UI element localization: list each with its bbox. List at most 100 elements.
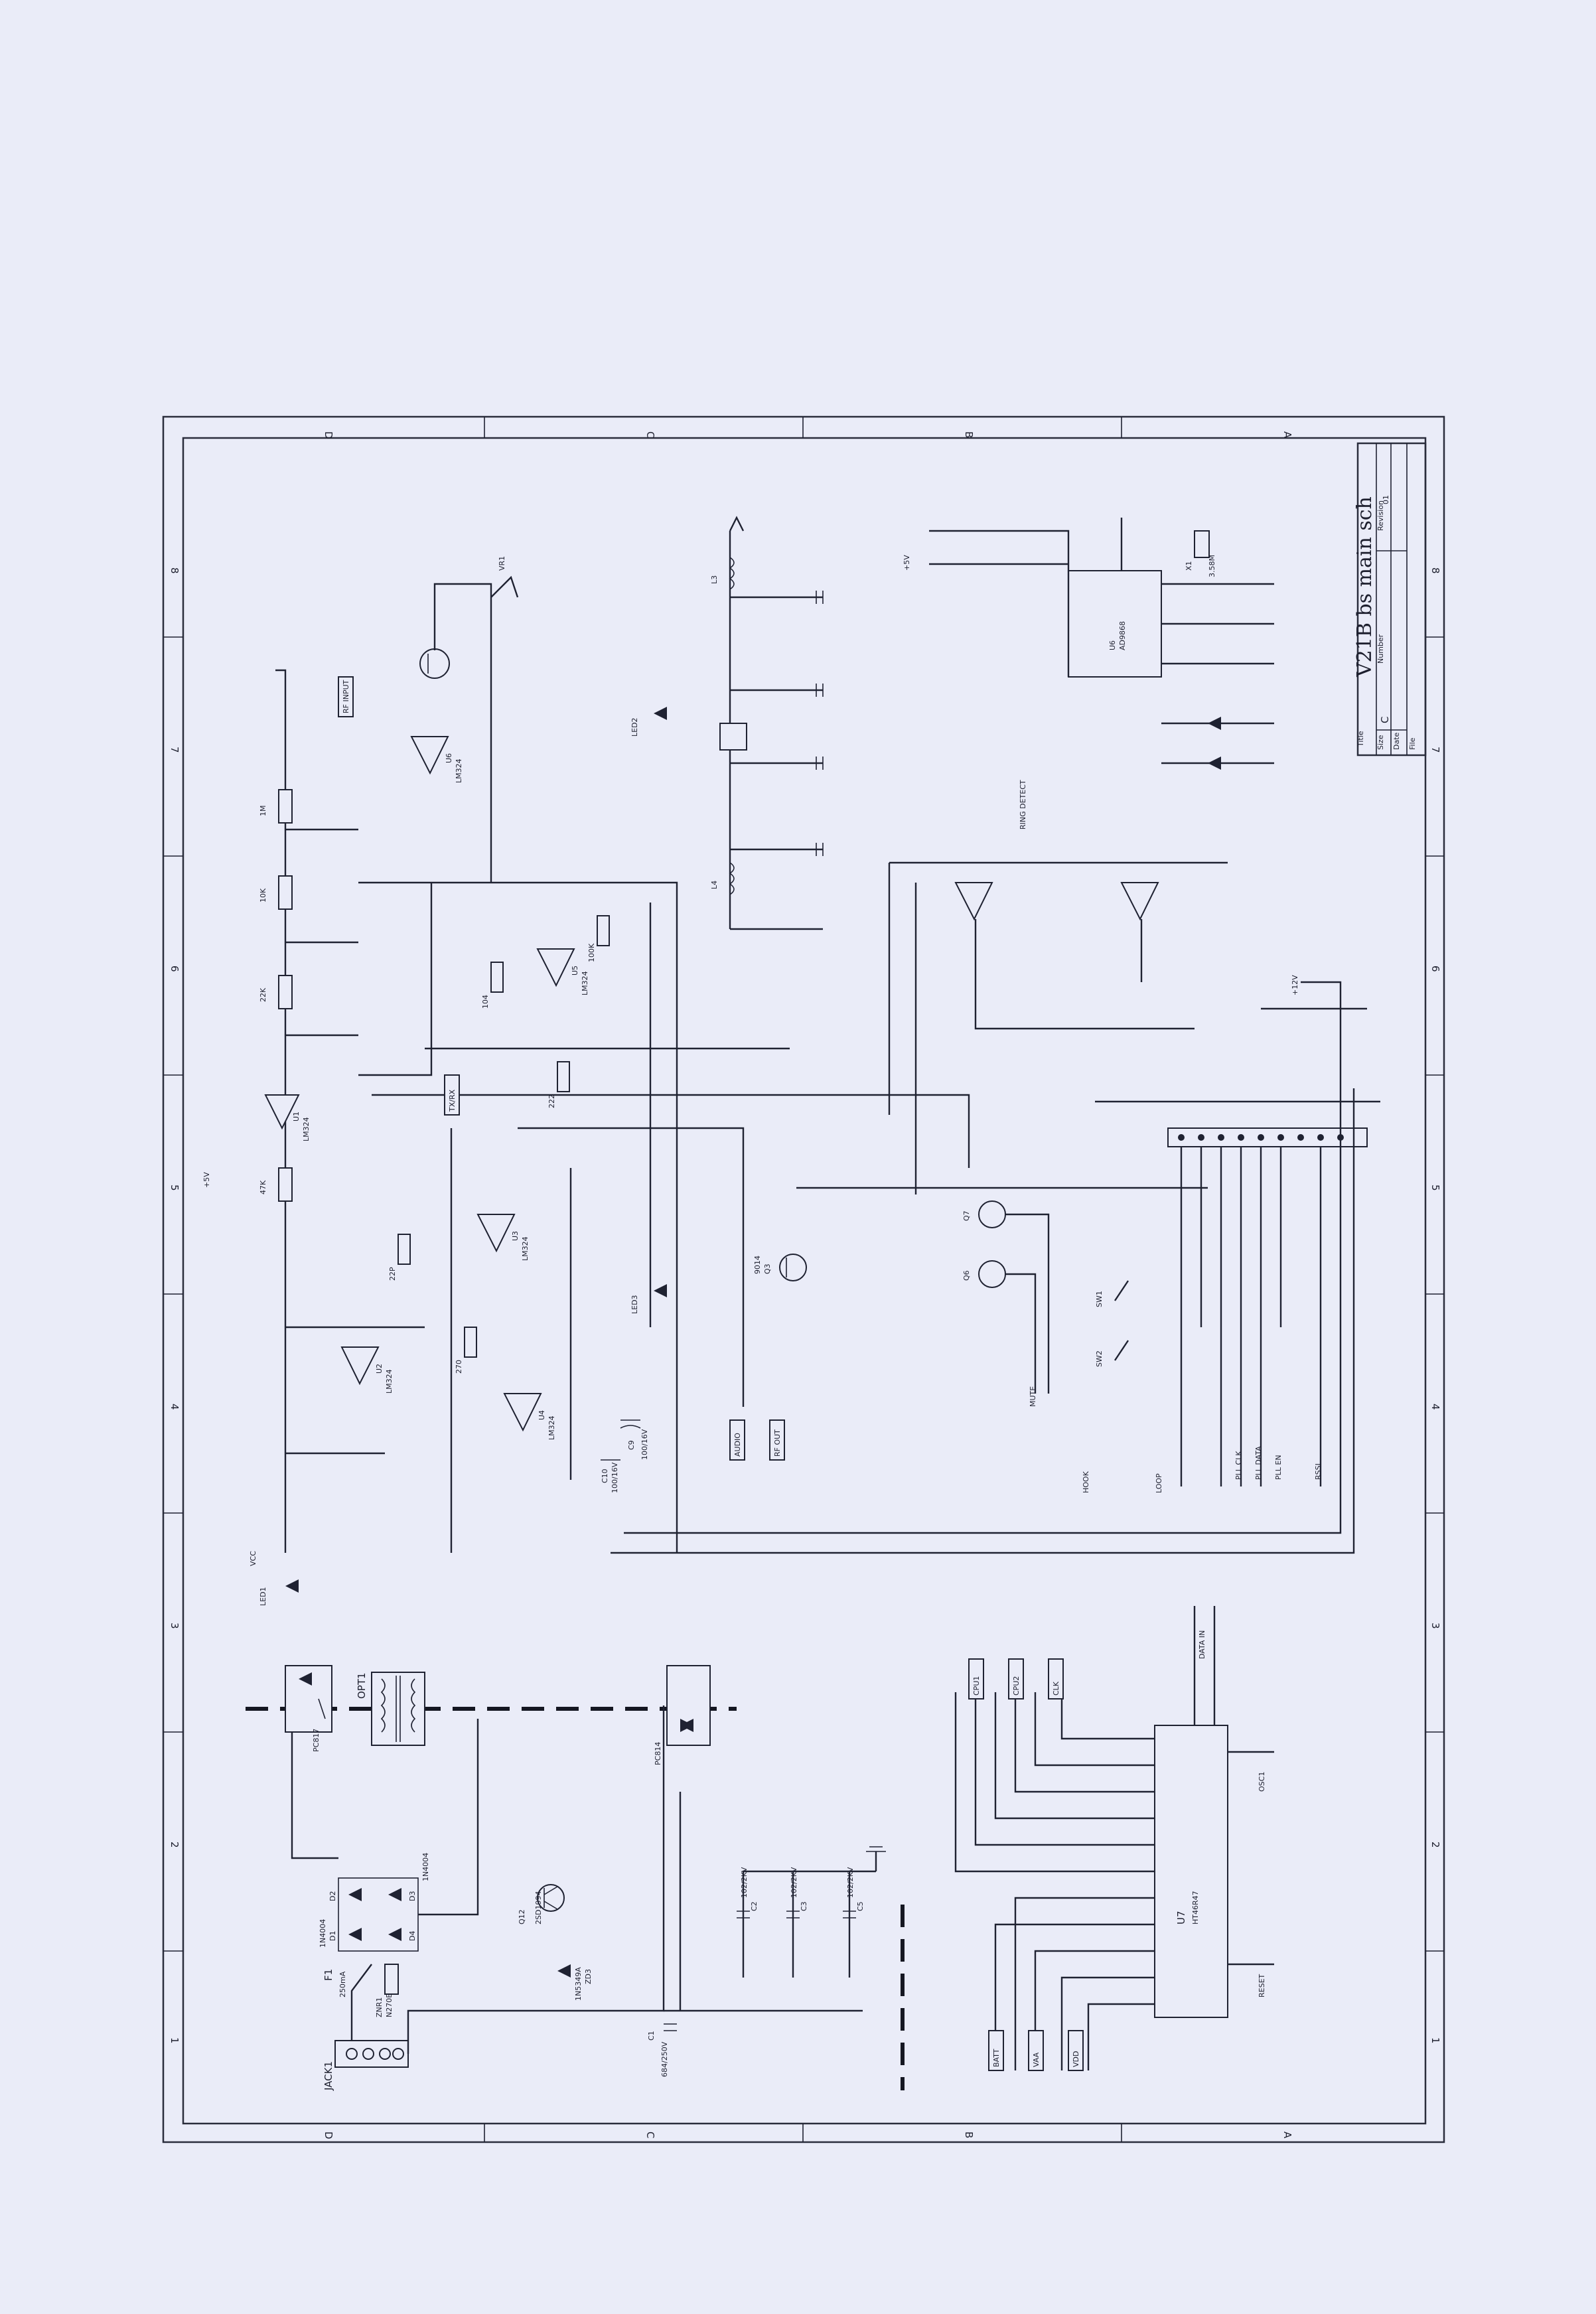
svg-text:D2: D2: [328, 1891, 337, 1901]
net-vdd: VDD: [1072, 2051, 1080, 2067]
file-label: File: [1408, 737, 1417, 750]
svg-text:SW2: SW2: [1095, 1350, 1104, 1367]
svg-text:LM324: LM324: [521, 1236, 530, 1261]
svg-text:1N4004: 1N4004: [319, 1919, 327, 1948]
svg-text:1M: 1M: [259, 806, 267, 817]
svg-text:C2: C2: [750, 1901, 759, 1911]
routing-wires: [611, 883, 1380, 1554]
svg-text:HT46R47: HT46R47: [1191, 1891, 1200, 1924]
net-rssi: RSSI: [1314, 1463, 1323, 1480]
vcc-label-3: +12V: [1291, 975, 1299, 995]
dtmf-ic: [1068, 570, 1162, 678]
svg-text:C1: C1: [647, 2031, 656, 2041]
transformer-opt1: [371, 1672, 425, 1746]
svg-text:4: 4: [169, 1404, 181, 1410]
net-cpu1: CPU1: [972, 1676, 981, 1696]
svg-text:LM324: LM324: [455, 759, 463, 783]
svg-text:6: 6: [169, 966, 181, 972]
revision-value: 01: [1382, 495, 1390, 504]
net-rf-out: RF OUT: [773, 1429, 782, 1457]
svg-text:LED3: LED3: [630, 1295, 639, 1314]
net-hook: HOOK: [1082, 1471, 1090, 1493]
net-vaa: VAA: [1032, 2052, 1041, 2067]
svg-text:7: 7: [169, 747, 181, 753]
svg-text:U7: U7: [1175, 1911, 1187, 1924]
svg-text:5: 5: [169, 1185, 181, 1191]
svg-text:4: 4: [1429, 1404, 1441, 1410]
svg-text:N270E: N270E: [385, 1993, 394, 2017]
net-ring-detect: RING DETECT: [1019, 780, 1027, 830]
svg-text:U2: U2: [375, 1364, 384, 1374]
zone-letter-top-b: B: [963, 431, 975, 438]
svg-text:U4: U4: [538, 1410, 546, 1420]
svg-text:2: 2: [169, 1842, 181, 1848]
opamp-u6: [410, 736, 449, 775]
net-tx-rx: TX/RX: [448, 1089, 457, 1112]
net-rf-input: RF INPUT: [342, 680, 350, 713]
svg-text:VR1: VR1: [498, 556, 506, 571]
zone-ticks-top: [484, 417, 1122, 2142]
svg-text:C9: C9: [627, 1440, 636, 1450]
net-batt: BATT: [992, 2049, 1001, 2067]
svg-text:6: 6: [1429, 966, 1441, 972]
svg-text:22K: 22K: [259, 987, 267, 1002]
svg-text:100K: 100K: [587, 943, 596, 962]
vcc-label-1: +5V: [202, 1172, 211, 1188]
zone-letter-top-a: A: [1281, 431, 1293, 439]
svg-text:270: 270: [455, 1360, 463, 1374]
svg-text:2SD1994: 2SD1994: [534, 1891, 543, 1924]
size-label: Size: [1376, 735, 1385, 750]
number-label: Number: [1376, 634, 1385, 664]
svg-text:100/16V: 100/16V: [640, 1429, 649, 1460]
svg-text:250mA: 250mA: [338, 1971, 347, 1997]
svg-text:LED2: LED2: [630, 717, 639, 737]
outer-frame: [162, 415, 1445, 2143]
svg-text:C10: C10: [601, 1469, 609, 1483]
zone-letter-bot-c: C: [644, 2132, 656, 2138]
svg-text:ZNR1: ZNR1: [375, 1997, 384, 2017]
svg-text:D1: D1: [328, 1931, 337, 1941]
svg-text:7: 7: [1429, 747, 1441, 753]
net-loop: LOOP: [1155, 1473, 1163, 1493]
svg-text:684/250V: 684/250V: [660, 2041, 669, 2077]
isolation-barrier: [246, 1707, 905, 2090]
svg-text:222: 222: [547, 1094, 556, 1108]
vcc-label-4: VCC: [249, 1551, 257, 1566]
svg-text:X1: X1: [1185, 561, 1193, 571]
net-data-in: DATA IN: [1198, 1630, 1206, 1659]
net-mute: MUTE: [1029, 1386, 1037, 1407]
opamp-u2: [340, 1346, 380, 1386]
svg-text:104: 104: [481, 995, 490, 1009]
svg-text:9014: 9014: [753, 1256, 762, 1274]
opamp-right-2: [1120, 882, 1159, 921]
net-pll-data: PLL DATA: [1254, 1446, 1263, 1480]
title-block: Title V21B bs main sch Size C Number Rev…: [1353, 442, 1427, 757]
svg-text:LM324: LM324: [581, 971, 589, 995]
svg-text:U6: U6: [445, 753, 453, 763]
schematic-title: V21B bs main sch: [1353, 496, 1376, 678]
revision-label: Revision: [1376, 500, 1385, 531]
svg-text:LM324: LM324: [385, 1369, 394, 1394]
svg-text:1N5349A: 1N5349A: [574, 1967, 583, 2001]
decoder-section: U6 AD9868 X1 3.58M: [888, 518, 1274, 1115]
svg-text:3: 3: [1429, 1623, 1441, 1629]
svg-text:LED1: LED1: [259, 1587, 267, 1606]
svg-text:Q3: Q3: [763, 1264, 772, 1274]
svg-text:U5: U5: [571, 966, 579, 976]
svg-text:PC817: PC817: [312, 1729, 321, 1752]
svg-text:U3: U3: [511, 1231, 520, 1241]
transistor-q7: [978, 1200, 1006, 1228]
svg-text:8: 8: [169, 567, 181, 574]
net-cpu2: CPU2: [1012, 1676, 1021, 1696]
svg-text:5: 5: [1429, 1185, 1441, 1191]
svg-text:U6: U6: [1108, 640, 1117, 650]
opamp-u3: [476, 1214, 516, 1253]
rf-section: L3 L4 C10 100/16V: [601, 516, 824, 1493]
opamp-u4: [503, 1393, 542, 1432]
svg-text:100/16V: 100/16V: [611, 1462, 619, 1493]
zone-numbers: 8 7 6 5 4 3 2 1 8 7 6 5 4 3 2 1: [169, 567, 1441, 2044]
svg-text:3.58M: 3.58M: [1208, 555, 1216, 577]
net-clk: CLK: [1052, 1681, 1060, 1696]
zone-letter-bot-b: B: [963, 2132, 975, 2138]
